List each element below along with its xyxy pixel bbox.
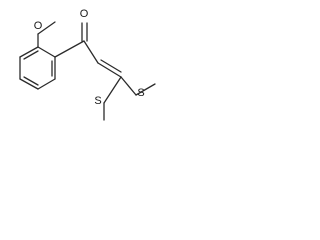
chemical-structure-diagram: O O S S (19, 8, 156, 121)
alkene-double-bond-outer (97, 62, 122, 78)
ring-bond-top-right (37, 46, 56, 58)
right-sulfur-bond (120, 76, 137, 96)
ring-bond-top-left (19, 46, 39, 58)
structure-canvas: O O S S (0, 0, 172, 143)
ring-bond-bottom-left (19, 78, 39, 90)
ring-bond-bottom-right (37, 78, 56, 90)
aryl-carbonyl-bond (54, 40, 85, 58)
methoxy-methyl-bond (37, 21, 56, 35)
alkene-double-bond-inner (100, 59, 122, 73)
carbonyl-alkene-bond (83, 40, 99, 64)
bottom-sulfur-bond (103, 76, 122, 104)
ring-inner-bond-top-left (23, 50, 39, 60)
right-sulfur-label: S (137, 87, 144, 99)
right-sulfur-methyl-bond (135, 83, 156, 96)
methoxy-oxygen-label: O (34, 20, 43, 32)
ring-inner-bond-bottom-left (23, 76, 39, 86)
bottom-sulfur-label: S (94, 95, 101, 107)
carbonyl-oxygen-label: O (80, 8, 89, 20)
